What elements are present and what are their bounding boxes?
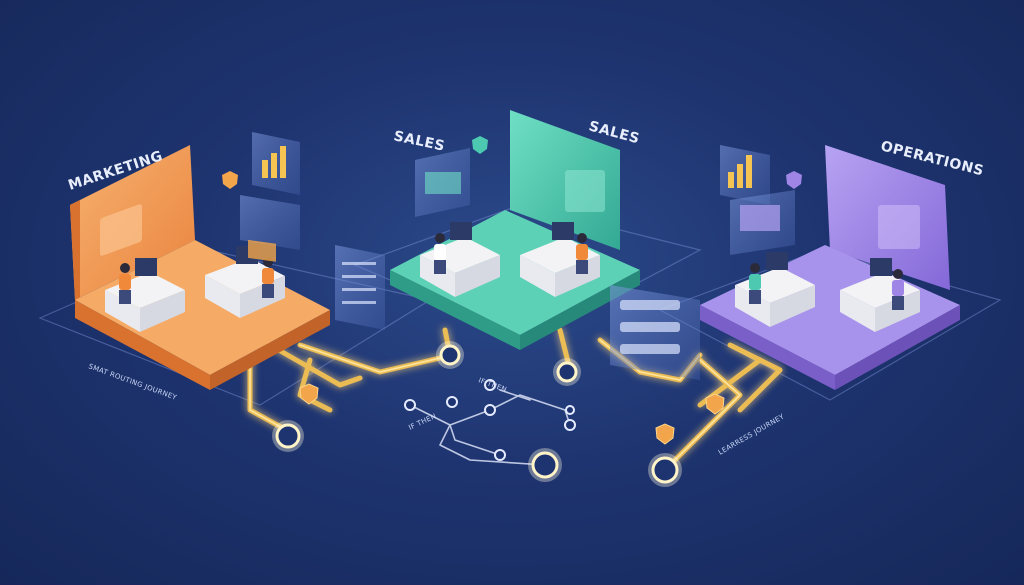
- shield-icon: [705, 393, 725, 415]
- node-icon: [272, 420, 304, 452]
- node-icon: [553, 358, 581, 386]
- monitor-icon: [870, 258, 892, 276]
- path-shields: [299, 383, 725, 445]
- desk-icon: [735, 252, 815, 327]
- if-then-left-label: IF THEN: [407, 412, 437, 432]
- node-icon: [528, 448, 562, 482]
- shield-icon: [472, 136, 488, 154]
- ui-card-icon: [252, 132, 300, 195]
- marketing-platform: [70, 145, 330, 390]
- node-icon: [436, 341, 464, 369]
- operations-platform: [700, 145, 960, 390]
- ui-card-icon: [720, 145, 770, 205]
- shield-icon: [299, 383, 319, 405]
- left-path-label: SMAT ROUTING JOURNEY: [87, 362, 178, 402]
- monitor-icon: [766, 252, 788, 270]
- worker-icon: [749, 263, 761, 304]
- monitor-icon: [450, 222, 472, 240]
- routing-paths: [247, 327, 783, 473]
- ui-card-icon: [335, 245, 385, 330]
- ui-card-icon: [415, 148, 470, 217]
- ui-card-icon: [240, 195, 300, 262]
- floating-panels: [240, 132, 795, 380]
- bar-chart-icon: [100, 204, 142, 256]
- worker-icon: [434, 233, 446, 274]
- right-path-label: LEARRESS JOURNEY: [717, 412, 786, 456]
- floating-shields: [222, 136, 802, 189]
- monitor-icon: [135, 258, 157, 276]
- monitor-icon: [552, 222, 574, 240]
- worker-icon: [262, 257, 274, 298]
- shield-icon: [222, 171, 238, 189]
- ui-card-icon: [610, 285, 700, 380]
- path-nodes: [272, 341, 682, 487]
- bar-chart-icon: [565, 170, 605, 212]
- worker-icon: [119, 263, 131, 304]
- shield-icon: [655, 423, 675, 445]
- desk-icon: [105, 258, 185, 332]
- worker-icon: [576, 233, 588, 274]
- bar-chart-icon: [878, 205, 920, 249]
- if-then-top-label: IF THEN: [477, 376, 508, 394]
- node-icon: [648, 453, 682, 487]
- desk-icon: [840, 258, 920, 332]
- worker-icon: [892, 269, 904, 310]
- shield-icon: [786, 171, 802, 189]
- desk-icon: [520, 222, 600, 297]
- ui-card-icon: [730, 190, 795, 255]
- desk-icon: [420, 222, 500, 297]
- sales-label: SALES: [392, 128, 446, 154]
